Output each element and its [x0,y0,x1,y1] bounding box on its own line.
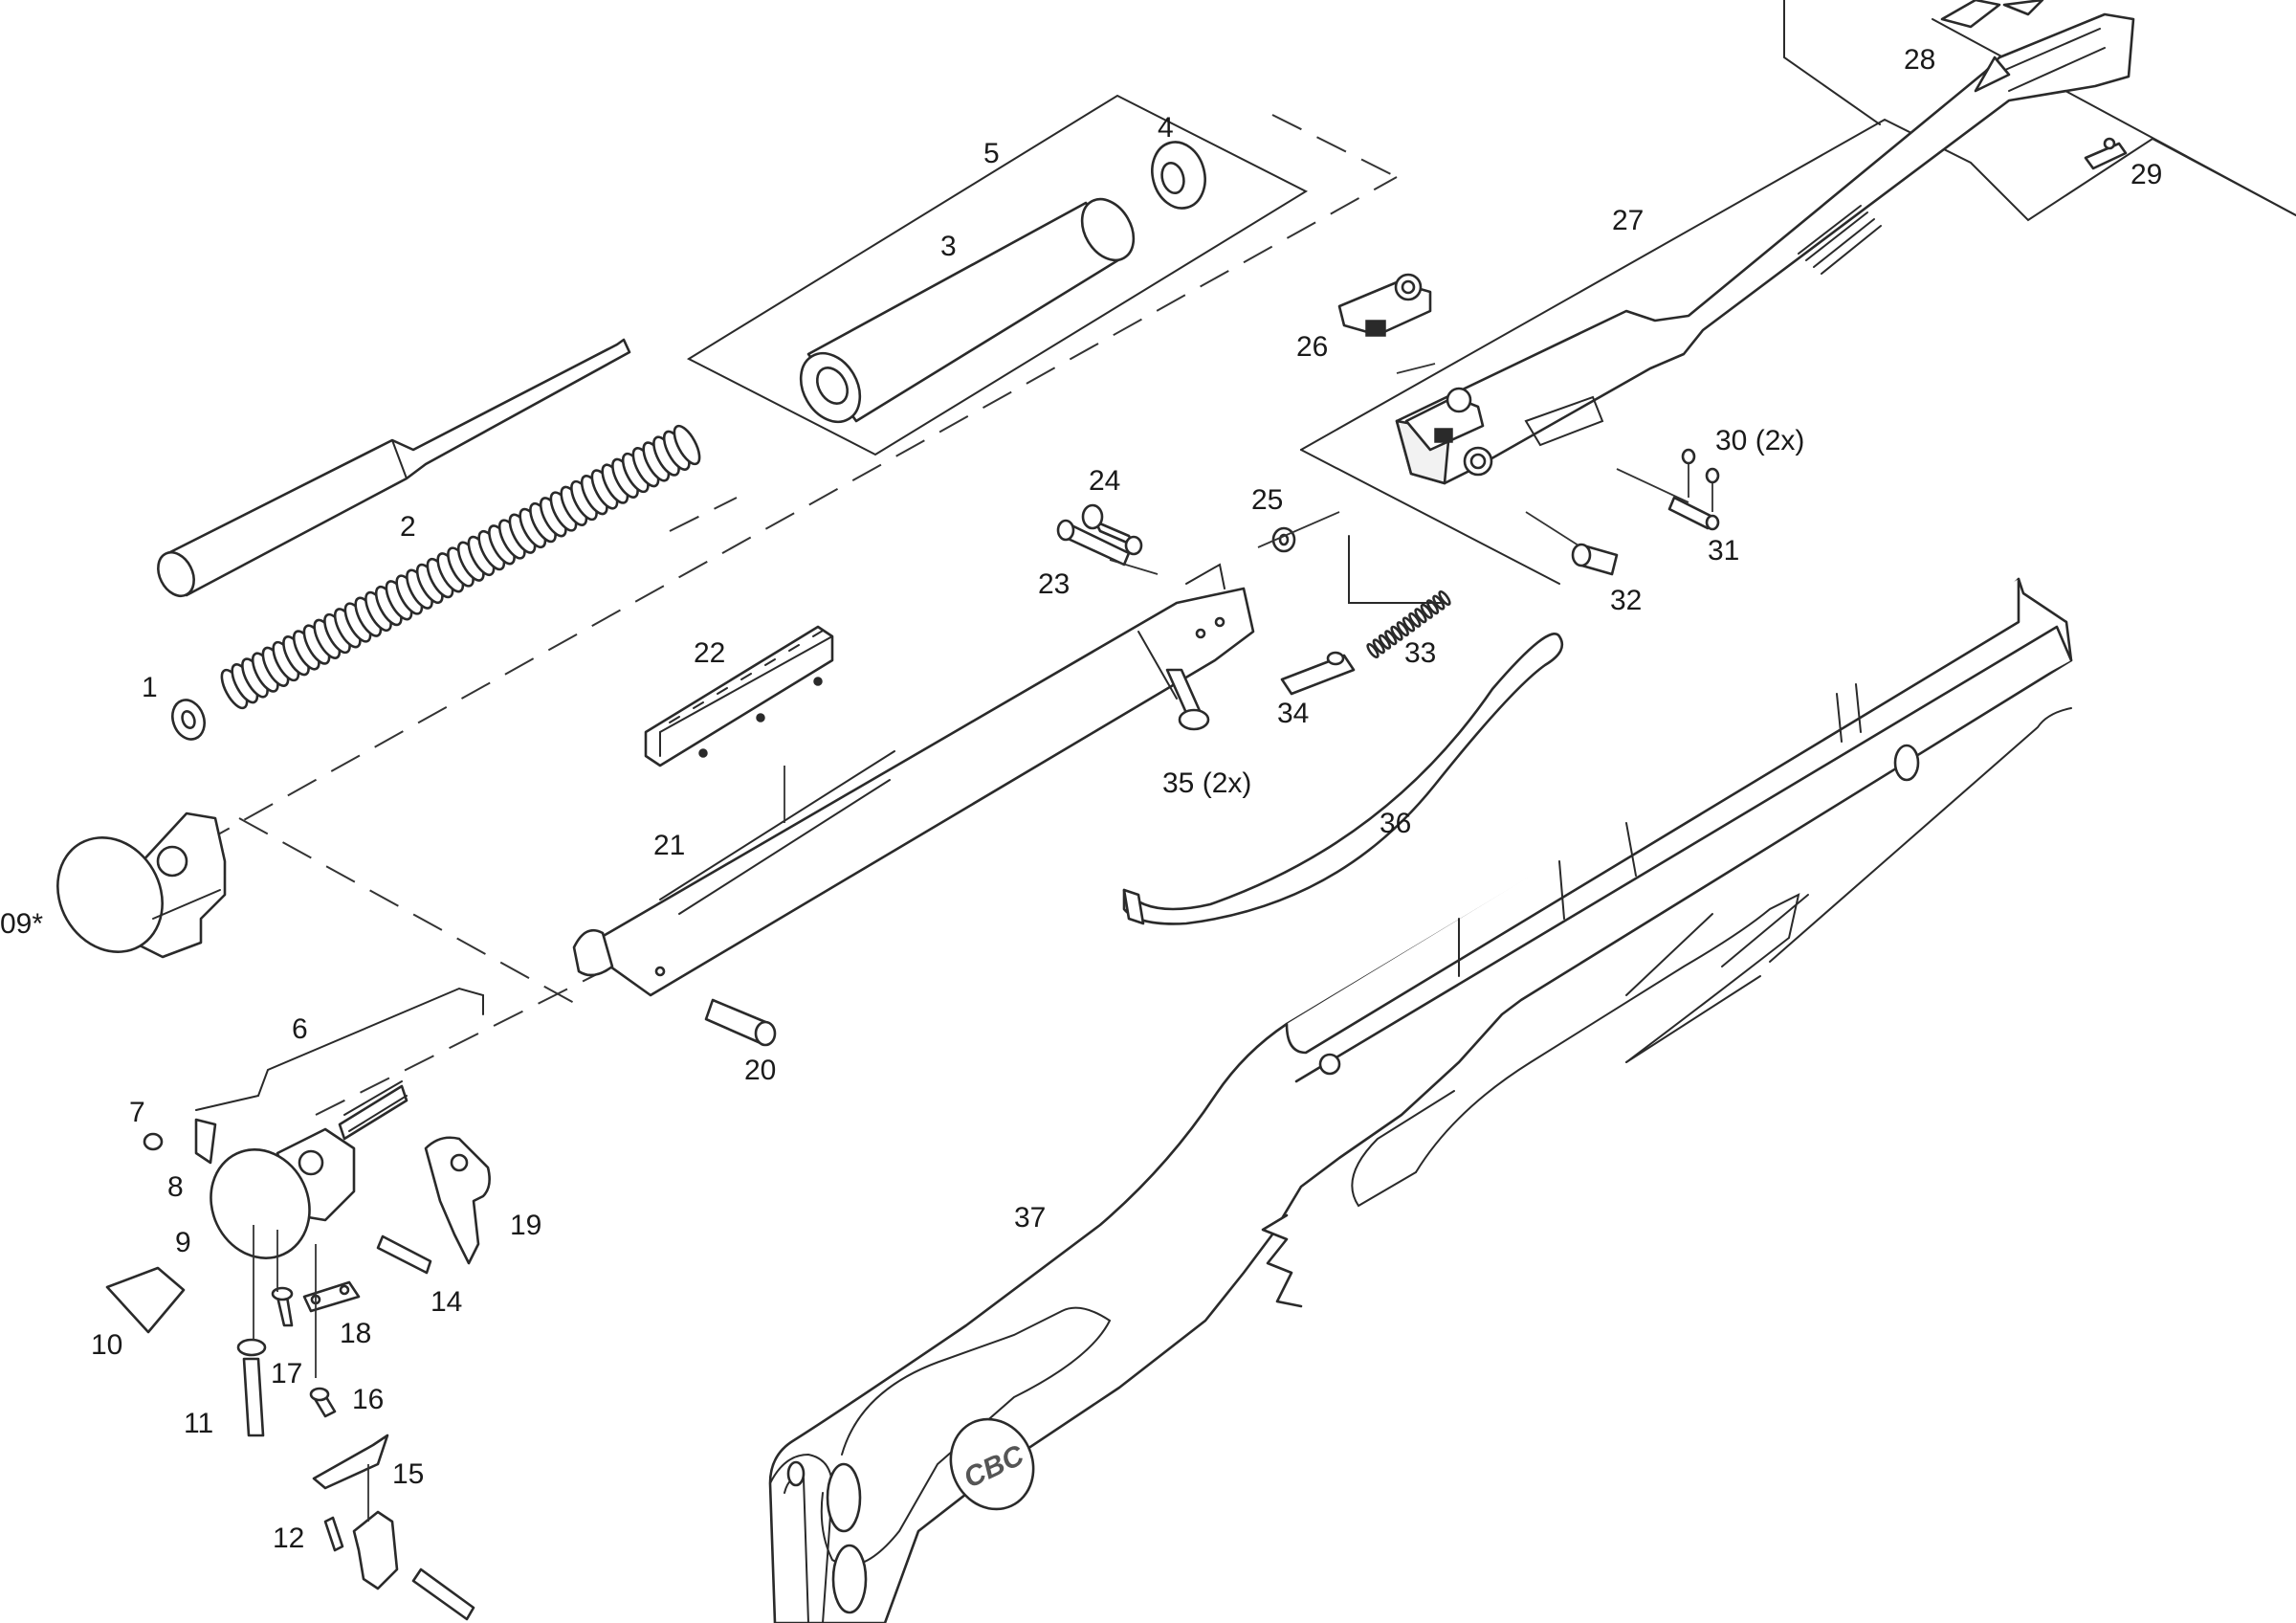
label-26: 26 [1296,331,1328,363]
part-32-pin [1525,511,1619,576]
label-24: 24 [1089,465,1120,497]
label-29: 29 [2130,159,2162,190]
label-25: 25 [1251,484,1283,516]
mainspring [220,424,701,710]
part-26-rear-sight [1337,273,1432,337]
label-36: 36 [1380,808,1411,839]
spring-coil [1378,634,1392,650]
label-19: 19 [510,1210,541,1241]
spring-coil [1384,630,1398,646]
label-32: 32 [1610,585,1642,616]
label-3: 3 [940,231,957,262]
parts-30-31-pin [1616,448,1720,531]
label-4: 4 [1158,112,1174,144]
part-09-trigger-assembly [56,812,227,959]
label-28: 28 [1904,44,1935,76]
spring-coil [1390,625,1403,641]
label-33: 33 [1404,637,1436,669]
label-09: 09* [0,908,43,940]
label-10: 10 [91,1329,122,1361]
assembly-guide-lines [200,114,1398,1116]
spring-coil [1438,590,1451,606]
spring-coil [1396,621,1409,637]
label-12: 12 [273,1523,304,1554]
part-1-washer [171,699,206,741]
label-30: 30 (2x) [1715,425,1804,456]
leader-lines [1109,363,1436,575]
spring-coil [1372,638,1385,655]
label-16: 16 [352,1384,384,1415]
part-6-safety-rod [195,987,484,1111]
label-14: 14 [430,1286,462,1318]
label-7: 7 [129,1097,145,1128]
part-33-spring [1366,590,1451,658]
label-11: 11 [184,1408,213,1439]
part-34-latch [1280,651,1356,696]
label-6: 6 [292,1013,308,1045]
parts-23-24-pins [1056,503,1143,567]
part-37-stock: CBC [768,577,2073,1623]
spring-coil [1414,608,1427,624]
label-18: 18 [340,1318,371,1349]
group-box-27 [1300,0,2296,585]
label-22: 22 [694,637,725,669]
part-29-clip [2084,137,2128,170]
label-8: 8 [167,1171,184,1203]
label-17: 17 [271,1358,302,1390]
part-3-piston [799,197,1136,424]
part-4-seal [1151,141,1206,210]
part-36-cocking-lever [1122,633,1564,925]
spring-coil [1366,643,1380,658]
label-35: 35 (2x) [1162,767,1251,799]
label-31: 31 [1708,535,1739,567]
bracket-33 [1348,535,1446,604]
part-28-front-sight [1940,0,2044,29]
label-23: 23 [1038,568,1070,600]
group-box-5 [686,94,1309,456]
label-20: 20 [744,1055,776,1086]
spring-coil [1420,603,1433,619]
label-5: 5 [983,138,1000,169]
spring-coil [1402,616,1416,633]
part-21-compression-tube [572,563,1255,997]
trigger-group-lower [105,1080,491,1621]
label-27: 27 [1612,205,1644,236]
label-9: 9 [175,1227,191,1258]
spring-coil [1408,611,1422,628]
part-20-pin [704,998,777,1047]
spring-coil [673,424,701,466]
label-2: 2 [400,511,416,543]
part-27-barrel-assembly [1395,12,2135,485]
label-1: 1 [142,672,158,703]
part-22-scope-rail [644,625,834,767]
label-15: 15 [392,1458,424,1490]
part-2-spring-guide [157,338,631,598]
label-21: 21 [653,830,685,861]
label-37: 37 [1014,1202,1046,1234]
part-35-screw [1165,668,1210,731]
part-labels: 1 2 3 4 5 6 7 8 9 09* 10 11 12 14 15 16 … [0,44,2162,1554]
label-34: 34 [1277,698,1309,729]
